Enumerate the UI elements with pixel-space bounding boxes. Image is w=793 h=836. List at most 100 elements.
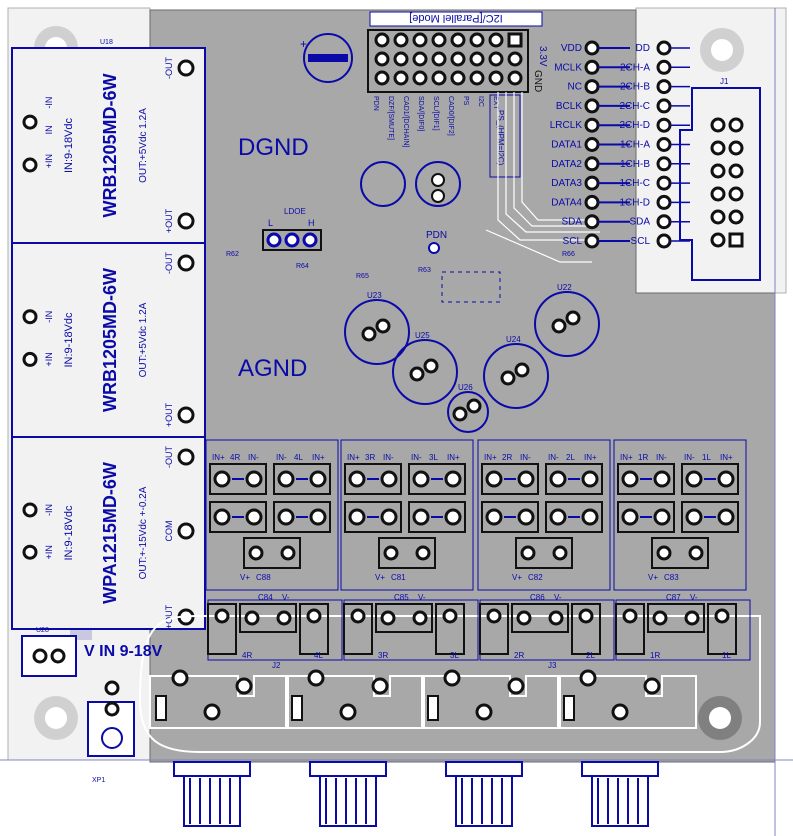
output-channel-label: 2R [514,651,524,660]
dgnd-label: DGND [238,134,309,161]
regulator-pad [514,362,530,378]
output-pad [442,608,458,624]
signal-pad [584,175,600,191]
module-pin-pad [177,59,195,77]
terminal-block [617,501,675,533]
capacitor [243,537,301,569]
output-pad [244,610,260,626]
capacitor-pad [383,545,399,561]
j1-pin [728,209,744,225]
module-pin-label: -IN [44,311,54,323]
output-pad [684,610,700,626]
rca-pad [171,669,189,687]
output-channel-label: 1R [650,651,660,660]
regulator-pad [551,318,567,334]
terminal-pad [412,470,430,488]
cap-vplus-label: V+ [512,573,522,582]
output-channel-label: 2L [586,651,595,660]
terminal-pad [685,470,703,488]
input-pin-label: IN+ [620,453,633,462]
svg-text:U28: U28 [36,627,49,634]
input-pin-label: 4L [294,453,303,462]
input-pin-label: IN+ [212,453,225,462]
header-pin-label: CAD0/[DIF2] [447,96,454,136]
signal-traces [485,92,600,263]
module-pin-label: +OUT [164,402,174,427]
header-pin [374,70,390,86]
module-pin-pad [22,114,38,130]
rca-pad [339,703,357,721]
module-pin-label: -IN [44,97,54,109]
header-pin [393,70,409,86]
input-pin-label: IN+ [447,453,460,462]
signal-pad [584,233,600,249]
header-pin [507,32,523,48]
module-pin-pad [177,522,195,540]
capacitor-pad [552,545,568,561]
module-pin-pad [22,502,38,518]
capacitor-ref: C82 [528,573,543,582]
terminal-pad [485,470,503,488]
regulator-label: U22 [557,283,572,292]
terminal-pad [517,508,535,526]
module-pin-label: +OUT [164,208,174,233]
header-pin [393,51,409,67]
j1-pin [710,140,726,156]
regulator-pad [452,406,468,422]
header-pin [431,51,447,67]
signal-label: VDD [561,43,582,54]
output-pad [412,610,428,626]
module-pin-pad [177,254,195,272]
module-part-number: WPA1215MD-6W [100,462,120,604]
input-pin-label: IN+ [484,453,497,462]
signal-pad [584,40,600,56]
signal-label: 1CH-A [620,140,650,151]
terminal-block [545,501,603,533]
j1-pin [710,232,726,248]
signal-label: DATA3 [551,178,582,189]
module-ref: U18 [100,39,113,46]
terminal-pad [245,508,263,526]
header-pin [469,70,485,86]
cap-vminus-label: V- [690,593,698,602]
rca-pad [203,703,221,721]
module-pin-label: IN [44,125,54,134]
terminal-pad [348,508,366,526]
mounting-hole-bottom-left [34,696,78,740]
cap-vplus-label: V+ [648,573,658,582]
terminal-pad [581,470,599,488]
header-pin [450,70,466,86]
input-pin-label: 3R [365,453,375,462]
header-pin [507,70,523,86]
terminal-block [273,463,331,495]
header-pin [412,51,428,67]
terminal-block [481,463,539,495]
terminal-block [617,463,675,495]
terminal-pad [245,470,263,488]
j1-pin [728,232,744,248]
svg-text:L: L [268,218,273,228]
module-pin-label: +IN [44,545,54,559]
j1-pin [728,117,744,133]
capacitor-ref: C84 [258,593,273,602]
svg-text:R65: R65 [356,273,369,280]
cap-vminus-label: V- [282,593,290,602]
module-part-number: WRB1205MD-6W [100,73,120,217]
capacitor-pad [688,545,704,561]
j1-pin [710,117,726,133]
mounting-hole-top-right [700,28,744,72]
signal-label: SCL [563,236,583,247]
rca-pad [611,703,629,721]
rca-pad [307,669,325,687]
svg-text:R63: R63 [418,267,431,274]
j1-connector: J1 [679,77,761,281]
output-pad [622,608,638,624]
header-pin [431,70,447,86]
